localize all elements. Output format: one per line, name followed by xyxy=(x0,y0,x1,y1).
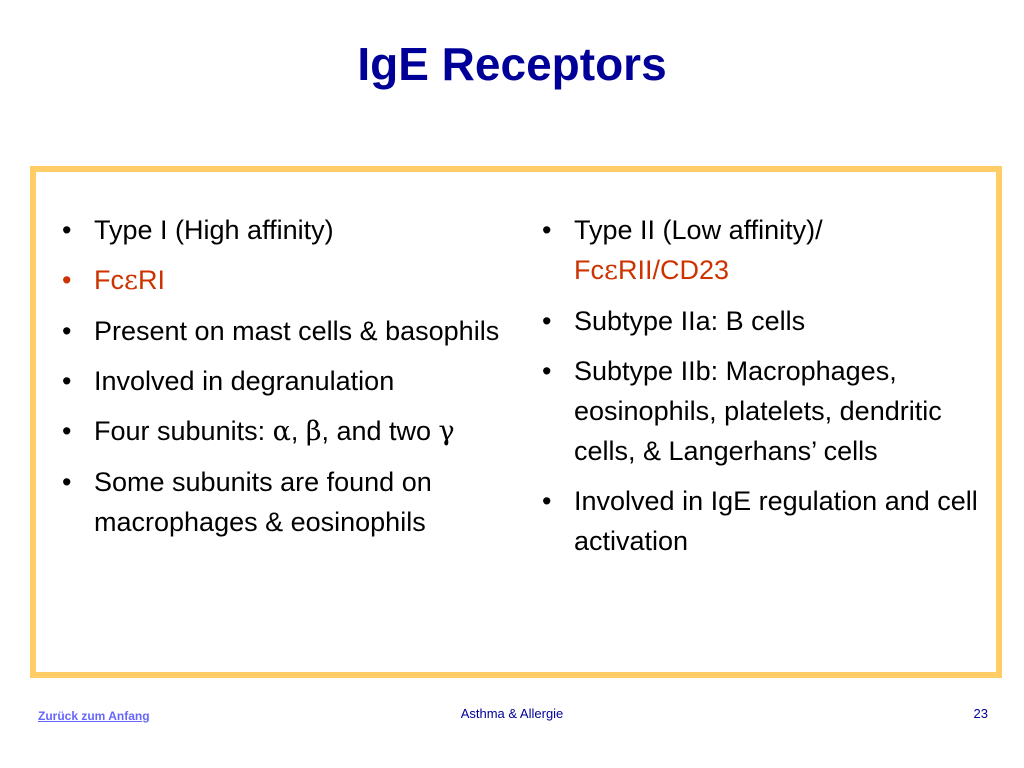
list-item-text: Involved in IgE regulation and cell acti… xyxy=(574,486,978,556)
list-item-type-one: Type I (High affinity) xyxy=(60,210,500,250)
slide-title: IgE Receptors xyxy=(357,38,667,90)
list-item-text: Type I (High affinity) xyxy=(94,215,334,245)
epsilon-symbol: ε xyxy=(124,265,138,296)
back-to-start-link[interactable]: Zurück zum Anfang xyxy=(38,709,150,723)
list-item-type-two: Type II (Low affinity)/ FcεRII/CD23 xyxy=(540,210,980,291)
list-item-text: Subtype IIa: B cells xyxy=(574,306,806,336)
gamma-symbol: γ xyxy=(438,416,455,447)
list-item-mast-cells: Present on mast cells & basophils xyxy=(60,311,500,351)
content-frame: Type I (High affinity) FcεRI Present on … xyxy=(30,166,1002,678)
list-item-subtype-iia: Subtype IIa: B cells xyxy=(540,301,980,341)
list-item-degranulation: Involved in degranulation xyxy=(60,361,500,401)
list-item-fc-epsilon-ri: FcεRI xyxy=(60,260,500,301)
list-item-text: Some subunits are found on macrophages &… xyxy=(94,467,432,537)
right-bullet-list: Type II (Low affinity)/ FcεRII/CD23 Subty… xyxy=(540,210,980,561)
list-item-subunits: Four subunits: α, β, and two γ xyxy=(60,411,500,452)
list-item-text: Involved in degranulation xyxy=(94,366,395,396)
receptor-prefix: Fc xyxy=(94,265,124,295)
left-column: Type I (High affinity) FcεRI Present on … xyxy=(60,210,500,552)
list-item-subtype-iib: Subtype IIb: Macrophages, eosinophils, p… xyxy=(540,351,980,471)
receptor-suffix: RII/CD23 xyxy=(618,255,730,285)
list-item-text: Type II (Low affinity)/ xyxy=(574,215,823,245)
receptor-suffix: RI xyxy=(138,265,165,295)
beta-symbol: β xyxy=(305,416,322,447)
footer-title: Asthma & Allergie xyxy=(460,706,564,721)
epsilon-symbol: ε xyxy=(604,255,618,286)
receptor-prefix: Fc xyxy=(574,255,604,285)
subunits-label: Four subunits: xyxy=(94,416,273,446)
page-number: 23 xyxy=(973,706,988,721)
list-item-text: Present on mast cells & basophils xyxy=(94,316,500,346)
right-column: Type II (Low affinity)/ FcεRII/CD23 Subty… xyxy=(540,210,980,571)
list-item-text: Subtype IIb: Macrophages, eosinophils, p… xyxy=(574,356,942,466)
separator-text: , xyxy=(290,416,306,446)
alpha-symbol: α xyxy=(272,416,291,447)
list-item-macrophages: Some subunits are found on macrophages &… xyxy=(60,462,500,542)
list-item-regulation: Involved in IgE regulation and cell acti… xyxy=(540,481,980,561)
left-bullet-list: Type I (High affinity) FcεRI Present on … xyxy=(60,210,500,542)
separator-text: , and two xyxy=(321,416,439,446)
